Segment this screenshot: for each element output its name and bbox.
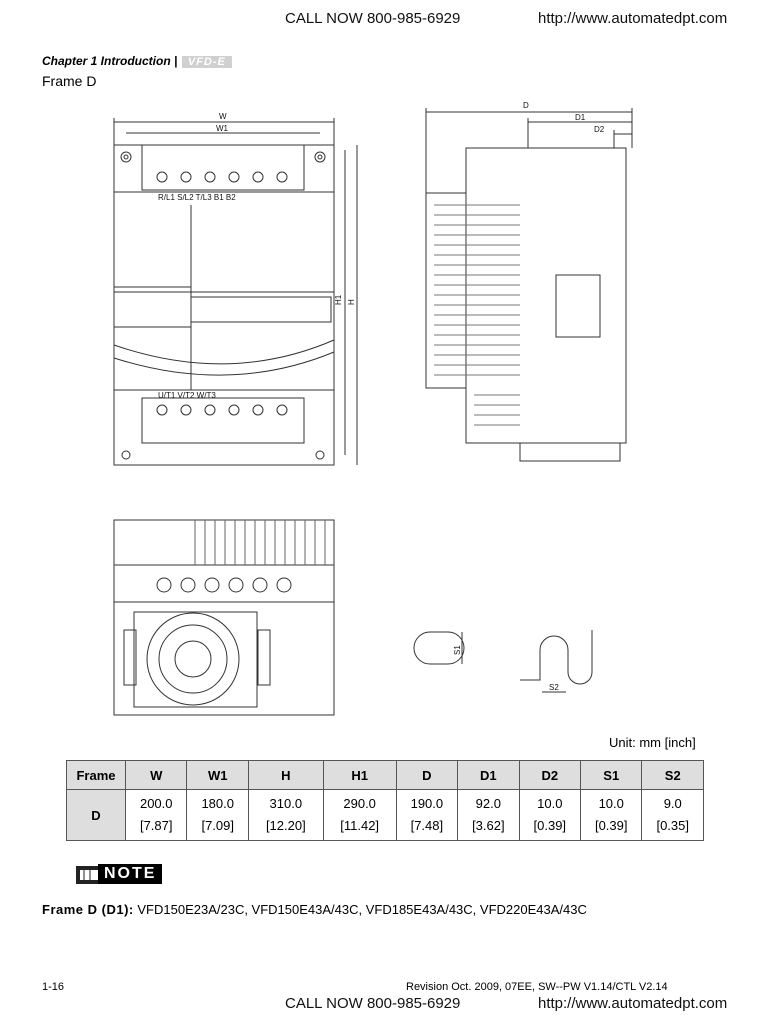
chapter-title: Chapter 1 Introduction | xyxy=(42,54,178,68)
terminal-top-label: R/L1 S/L2 T/L3 B1 B2 xyxy=(158,193,236,202)
dim-d1-label: D1 xyxy=(575,113,586,122)
col-w1: W1 xyxy=(186,760,249,790)
dim-h-label: H xyxy=(347,299,356,305)
unit-label: Unit: mm [inch] xyxy=(609,735,696,750)
cell-d1: 92.0[3.62] xyxy=(457,789,520,841)
cell-s2: 9.0[0.35] xyxy=(641,789,704,841)
col-h1: H1 xyxy=(322,760,397,790)
col-h: H xyxy=(247,760,324,790)
dimension-table: Frame W W1 H H1 D D1 D2 S1 S2 D 200.0[7.… xyxy=(66,760,704,841)
cell-h1: 290.0[11.42] xyxy=(322,789,397,841)
col-d2: D2 xyxy=(518,760,582,790)
cell-d2: 10.0[0.39] xyxy=(518,789,582,841)
vfd-e-logo: VFD-E xyxy=(181,56,232,68)
front-view xyxy=(113,118,358,466)
cell-w: 200.0[7.87] xyxy=(124,789,188,841)
col-s1: S1 xyxy=(580,760,643,790)
col-d1: D1 xyxy=(457,760,520,790)
header-url-link[interactable]: http://www.automatedpt.com xyxy=(538,10,728,27)
frame-label: Frame D xyxy=(42,73,97,89)
note-label: Frame D (D1): xyxy=(42,902,134,917)
col-w: W xyxy=(124,760,188,790)
dim-s2-label: S2 xyxy=(549,683,559,692)
col-frame: Frame xyxy=(66,760,126,790)
terminal-screws-top xyxy=(156,171,288,183)
dim-d-label: D xyxy=(523,101,529,110)
cell-s1: 10.0[0.39] xyxy=(580,789,643,841)
col-d: D xyxy=(395,760,459,790)
frame-d-dimension-drawing: W W1 H1 H D D1 D2 S1 S2 R/L1 S/L2 T/L3 B… xyxy=(113,101,633,716)
dim-w1-label: W1 xyxy=(216,124,229,133)
dim-d2-label: D2 xyxy=(594,125,605,134)
row-frame: D xyxy=(66,789,126,841)
header-call-text: CALL NOW 800-985-6929 xyxy=(285,10,461,27)
dim-h1-label: H1 xyxy=(334,294,343,305)
footer-url-link[interactable]: http://www.automatedpt.com xyxy=(538,995,728,1012)
col-s2: S2 xyxy=(641,760,704,790)
page-number: 1-16 xyxy=(42,981,65,993)
chapter-heading: Chapter 1 Introduction | VFD-E xyxy=(42,52,232,70)
footer-call-text: CALL NOW 800-985-6929 xyxy=(285,995,461,1012)
table-row: D 200.0[7.87] 180.0[7.09] 310.0[12.20] 2… xyxy=(66,789,704,841)
mounting-slot-details xyxy=(413,630,593,693)
dim-s1-label: S1 xyxy=(453,645,462,655)
cell-d: 190.0[7.48] xyxy=(395,789,459,841)
dim-w-label: W xyxy=(219,112,227,121)
cell-h: 310.0[12.20] xyxy=(247,789,324,841)
table-header-row: Frame W W1 H H1 D D1 D2 S1 S2 xyxy=(66,760,704,790)
terminal-screws-bottom xyxy=(156,404,288,416)
vent-slots xyxy=(434,204,520,426)
terminal-bottom-label: U/T1 V/T2 W/T3 xyxy=(158,391,216,400)
note-models: VFD150E23A/23C, VFD150E43A/43C, VFD185E4… xyxy=(137,902,587,917)
bottom-view xyxy=(113,519,335,716)
note-badge: NOTE xyxy=(98,864,163,884)
revision-text: Revision Oct. 2009, 07EE, SW--PW V1.14/C… xyxy=(406,981,668,993)
side-view xyxy=(425,108,633,462)
note-text: Frame D (D1): VFD150E23A/23C, VFD150E43A… xyxy=(42,902,587,917)
cell-w1: 180.0[7.09] xyxy=(186,789,249,841)
